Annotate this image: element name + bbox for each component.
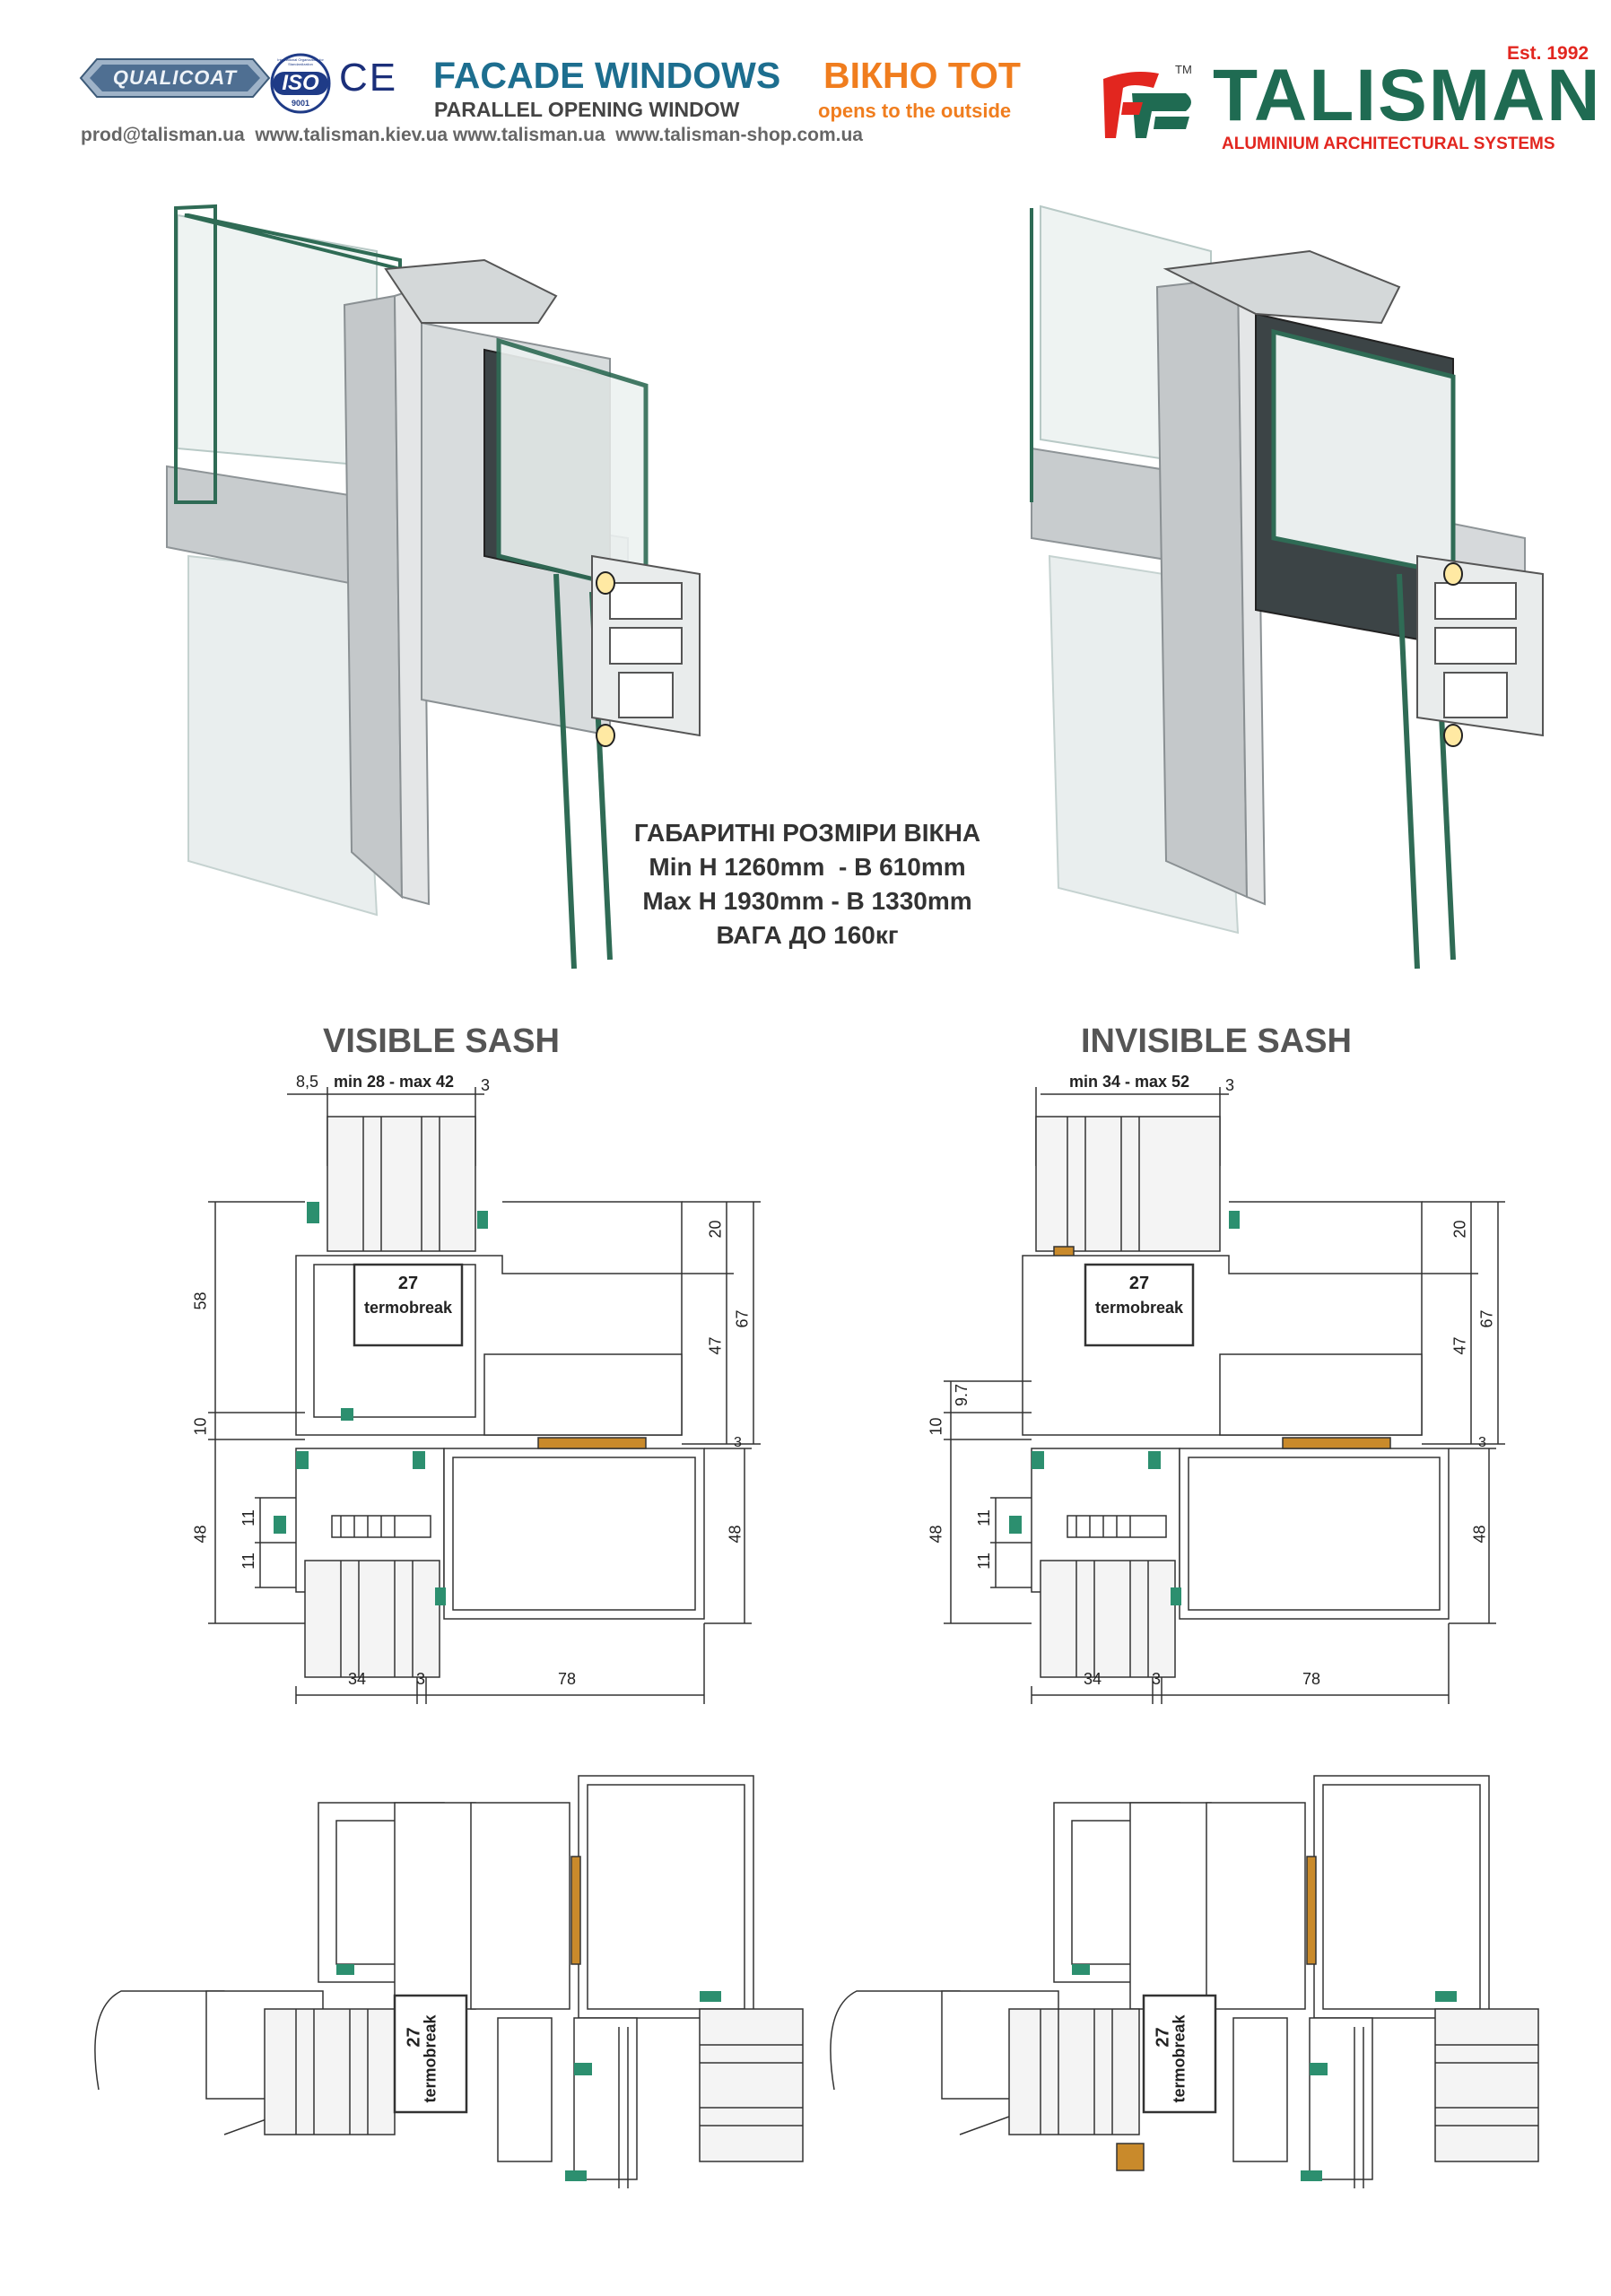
title-ua-sub: opens to the outside [818, 100, 1012, 122]
plan-left-thermo-label: termobreak [421, 2014, 440, 2103]
qualicoat-logo: QUALICOAT [79, 57, 271, 99]
ce-mark: CE [339, 56, 398, 100]
render-right-group [1030, 204, 1544, 970]
brand-tm: TM [1175, 63, 1192, 76]
plan-right-thermo-label: termobreak [1170, 2014, 1189, 2103]
brand-tagline: ALUMINIUM ARCHITECTURAL SYSTEMS [1222, 135, 1555, 153]
iso-logo-shape [270, 53, 331, 114]
qualicoat-logo-shape [79, 58, 271, 98]
vis-thermo-label: termobreak [363, 1299, 453, 1317]
inv-w78: 78 [1302, 1670, 1321, 1688]
specs-title: ГАБАРИТНІ РОЗМІРИ ВІКНА [633, 819, 981, 847]
vis-w78: 78 [558, 1670, 577, 1688]
inv-w3: 3 [1152, 1670, 1162, 1688]
render-left-group [166, 204, 701, 970]
invisible-sash-title: INVISIBLE SASH [1081, 1022, 1352, 1060]
iso-logo: ISO 9001 International Organization for … [267, 52, 334, 118]
vis-r3: 3 [734, 1435, 742, 1450]
vis-thermo-w: 27 [397, 1274, 419, 1293]
visible-sash-title: VISIBLE SASH [323, 1022, 560, 1060]
contacts: prod@talisman.ua www.talisman.kiev.ua ww… [81, 125, 863, 145]
iso-ring-text: International Organization for Standardi… [277, 57, 324, 66]
inv-w34: 34 [1084, 1670, 1102, 1688]
specs-block: ГАБАРИТНІ РОЗМІРИ ВІКНА Min H 1260mm - B… [628, 816, 987, 952]
vis-w3: 3 [416, 1670, 426, 1688]
title-ua: ВІКНО ТОТ [823, 55, 1021, 96]
vis-w34: 34 [348, 1670, 367, 1688]
specs-max: Max H 1930mm - B 1330mm [642, 887, 972, 915]
brand-est: Est. 1992 [1507, 43, 1589, 64]
specs-weight: ВАГА ДО 160кг [716, 921, 899, 949]
qualicoat-text: QUALICOAT [112, 66, 238, 89]
inv-r3: 3 [1478, 1435, 1486, 1450]
brand-name: TALISMAN [1213, 55, 1602, 136]
inv-gap: 3 [1225, 1076, 1235, 1094]
title-main: FACADE WINDOWS [433, 55, 781, 96]
talisman-logo [1096, 63, 1204, 152]
inv-glass-dim: min 34 - max 52 [1069, 1073, 1190, 1091]
talisman-emblem-icon [1103, 72, 1191, 138]
inv-thermo-w: 27 [1128, 1274, 1150, 1293]
vis-gap: 3 [481, 1076, 491, 1094]
iso-number: 9001 [291, 99, 310, 108]
vis-glass-dim: min 28 - max 42 [334, 1073, 455, 1091]
inv-thermo-label: termobreak [1094, 1299, 1184, 1317]
specs-min: Min H 1260mm - B 610mm [649, 853, 966, 881]
title-sub: PARALLEL OPENING WINDOW [434, 98, 740, 121]
vis-left-gap: 8,5 [296, 1073, 319, 1091]
iso-text: ISO [282, 71, 319, 95]
